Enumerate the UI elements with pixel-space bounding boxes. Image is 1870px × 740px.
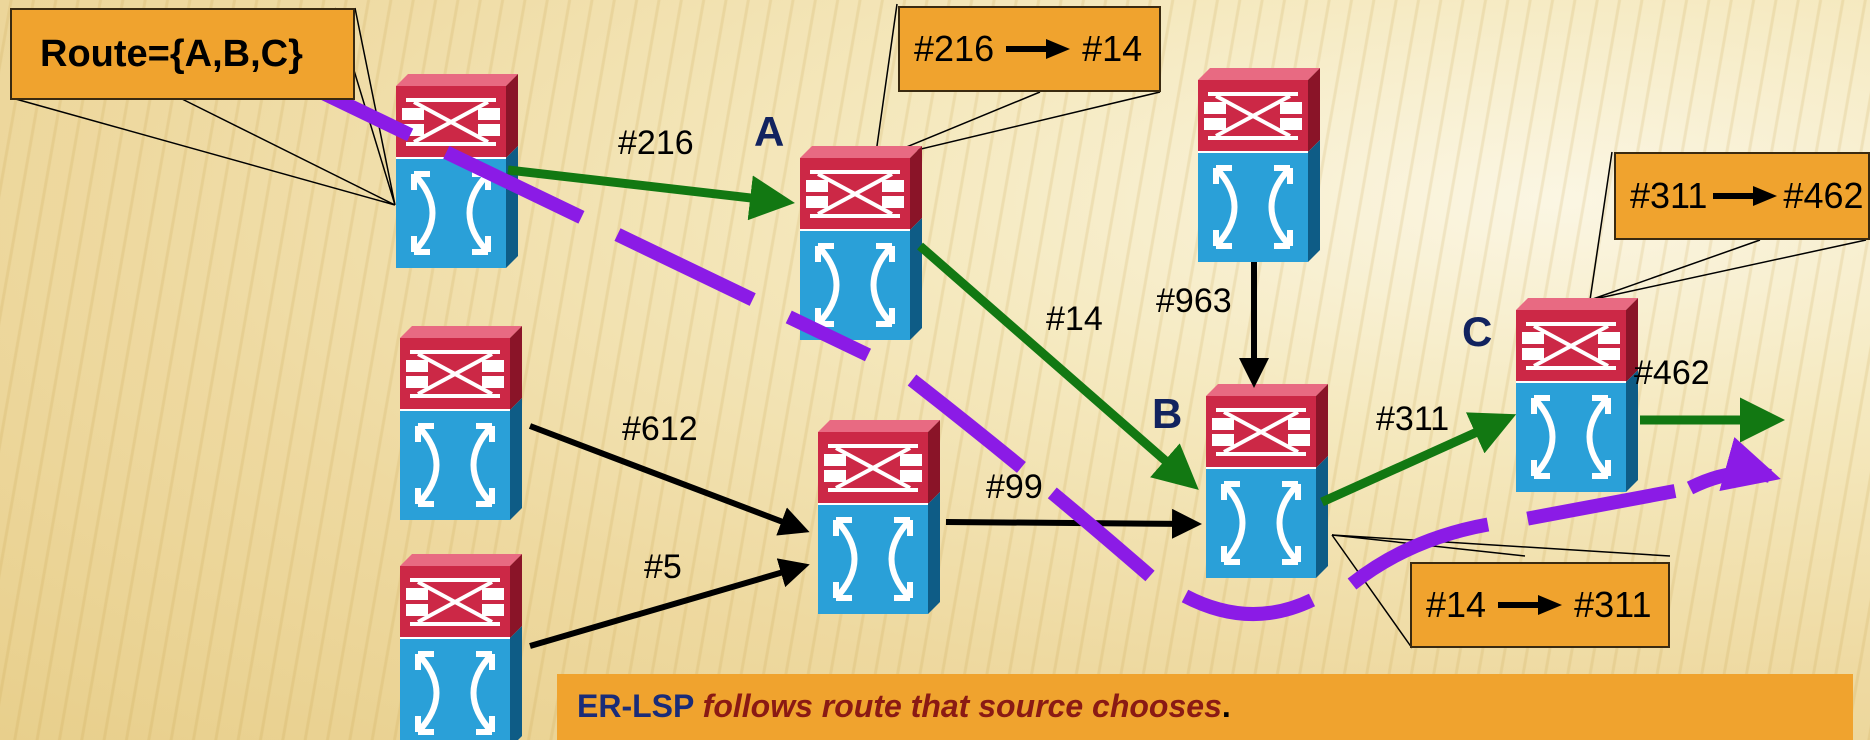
swap-a-out: #14 xyxy=(1082,28,1143,69)
swap-callout-a: #216 #14 xyxy=(898,6,1161,92)
switch-b xyxy=(1206,384,1328,578)
route-callout: Route={A,B,C} xyxy=(10,8,355,100)
lsp-path xyxy=(507,165,1785,507)
node-label-c: C xyxy=(1462,308,1493,355)
right-arrow-icon xyxy=(1006,39,1071,59)
caption-banner: ER-LSP follows route that source chooses… xyxy=(557,674,1853,740)
caption-period: . xyxy=(1221,688,1231,724)
swap-callout-c: #311 #462 xyxy=(1614,152,1870,240)
label-216: #216 xyxy=(618,124,694,162)
switch-c xyxy=(1516,298,1638,492)
route-path xyxy=(271,63,1781,621)
route-label: Route={A,B,C} xyxy=(40,32,303,75)
swap-callout-b: #14 #311 xyxy=(1410,562,1670,648)
label-963: #963 xyxy=(1156,282,1232,320)
switch-a xyxy=(800,146,922,340)
node-label-b: B xyxy=(1152,390,1183,437)
caption-strong: ER-LSP xyxy=(577,688,694,724)
swap-b-in: #14 xyxy=(1426,584,1487,625)
swap-c-in: #311 xyxy=(1630,175,1708,216)
switch-left-bottom xyxy=(400,554,522,740)
label-99: #99 xyxy=(986,468,1043,506)
switch-top xyxy=(1198,68,1320,262)
swap-a-in: #216 xyxy=(914,28,995,69)
swap-b-out: #311 xyxy=(1574,584,1652,625)
caption-italic: follows route that source chooses xyxy=(702,688,1222,724)
switch-left-mid xyxy=(400,326,522,520)
label-14: #14 xyxy=(1046,300,1103,338)
callout-pointers xyxy=(11,3,1867,649)
label-462: #462 xyxy=(1634,354,1710,392)
other-links xyxy=(528,262,1269,649)
node-label-a: A xyxy=(754,108,785,155)
right-arrow-icon xyxy=(1713,186,1778,206)
right-arrow-icon xyxy=(1498,595,1563,615)
label-612: #612 xyxy=(622,410,698,448)
swap-c-out: #462 xyxy=(1783,175,1864,216)
label-5: #5 xyxy=(644,548,682,586)
switch-mid xyxy=(818,420,940,614)
label-311: #311 xyxy=(1376,400,1450,438)
